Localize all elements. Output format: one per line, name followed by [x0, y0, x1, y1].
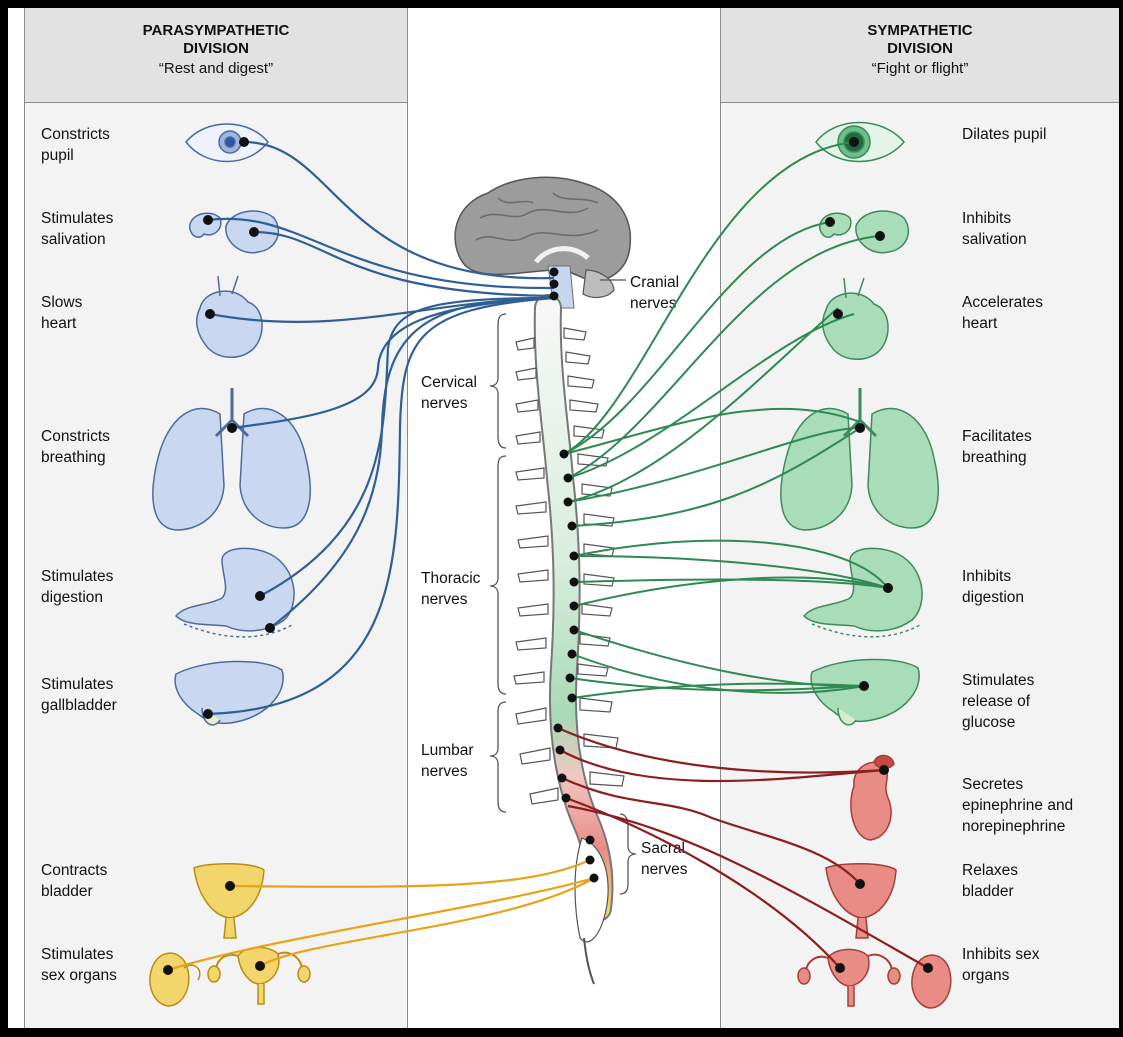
symp-eye-icon — [816, 123, 904, 162]
symp-heart-icon — [823, 278, 888, 359]
symp-salivary-glands-icon — [820, 211, 909, 253]
para-lungs-icon — [153, 388, 310, 530]
diagram-canvas: PARASYMPATHETIC DIVISION “Rest and diges… — [8, 8, 1119, 1028]
symp-stomach-icon — [804, 548, 922, 637]
symp-liver-icon — [811, 659, 919, 724]
para-liver-icon — [175, 661, 283, 724]
symp-female-organs-icon — [798, 949, 900, 1006]
para-male-organs-icon — [150, 953, 200, 1006]
para-bladder-icon — [194, 864, 264, 938]
spine-icon — [514, 308, 624, 984]
anatomy-artwork — [8, 8, 1119, 1028]
symp-bladder-icon — [826, 864, 896, 938]
